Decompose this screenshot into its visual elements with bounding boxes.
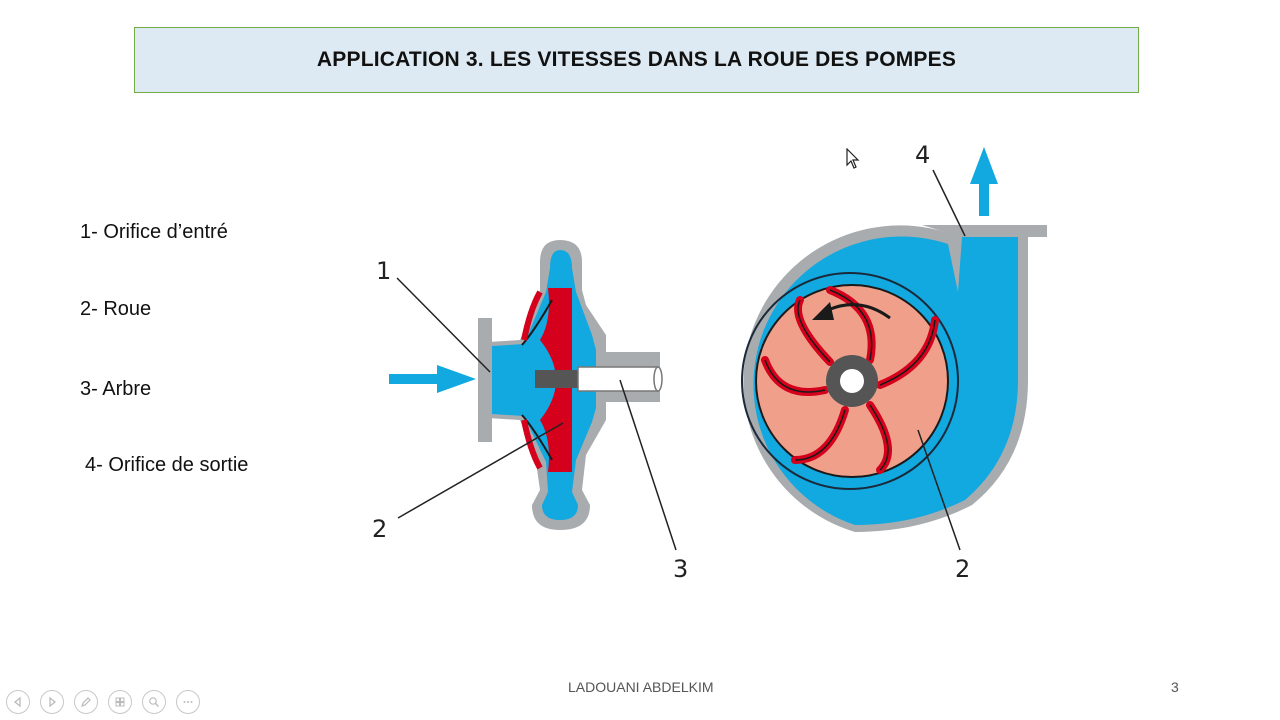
zoom-icon: [149, 697, 159, 707]
slides-icon: [115, 697, 125, 707]
pen-tool-button[interactable]: [74, 690, 98, 714]
slide-title-box: APPLICATION 3. LES VITESSES DANS LA ROUE…: [134, 27, 1139, 93]
slideshow-nav-bar: [6, 690, 200, 714]
mouse-cursor-icon: [846, 148, 860, 169]
inlet-flow-arrow: [389, 365, 476, 393]
footer-author: LADOUANI ABDELKIM: [568, 679, 714, 695]
label-inlet: 1: [376, 257, 391, 285]
legend-item-shaft: 3- Arbre: [80, 378, 152, 400]
prev-slide-button[interactable]: [6, 690, 30, 714]
volute-tongue-ring: [741, 272, 959, 490]
slide-title: APPLICATION 3. LES VITESSES DANS LA ROUE…: [316, 48, 957, 71]
next-icon: [49, 696, 57, 708]
next-slide-button[interactable]: [40, 690, 64, 714]
pump-section-view: 1 2 3: [372, 240, 688, 583]
label-shaft: 3: [673, 555, 688, 583]
more-options-button[interactable]: [176, 690, 200, 714]
pump-front-view: 4 2: [741, 141, 1047, 583]
pen-icon: [81, 697, 91, 707]
prev-icon: [13, 696, 21, 708]
legend-item-outlet: 4- Orifice de sortie: [85, 454, 249, 476]
legend-item-impeller: 2- Roue: [80, 298, 152, 320]
zoom-button[interactable]: [142, 690, 166, 714]
pump-diagram: 1 2 3: [372, 141, 1047, 583]
shaft-bore: [840, 369, 864, 393]
rotation-arrow: [812, 302, 891, 320]
shaft: [535, 366, 663, 392]
label-impeller-right: 2: [955, 555, 970, 583]
slide-number: 3: [1171, 679, 1179, 695]
more-icon: [183, 701, 193, 703]
label-impeller-left: 2: [372, 515, 387, 543]
label-outlet: 4: [915, 141, 930, 169]
outlet-flow-arrow: [970, 147, 998, 216]
see-all-slides-button[interactable]: [108, 690, 132, 714]
legend-item-inlet: 1- Orifice d’entré: [80, 221, 228, 243]
